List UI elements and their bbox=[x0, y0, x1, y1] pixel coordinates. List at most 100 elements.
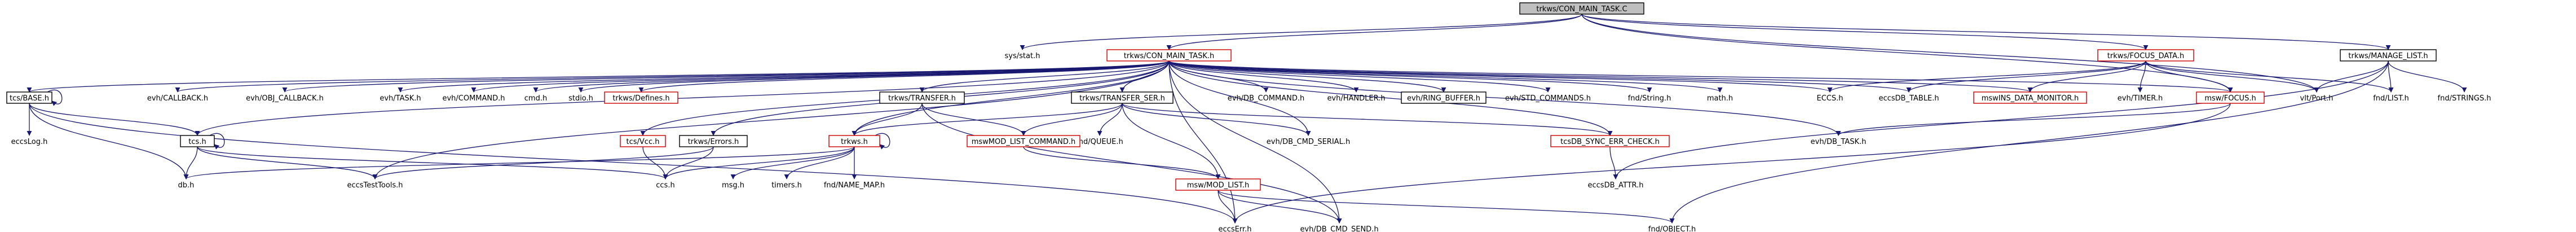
node-timers[interactable]: timers.h bbox=[764, 179, 809, 190]
node-box bbox=[879, 91, 965, 104]
node-box bbox=[967, 135, 1080, 147]
node-trkws-h[interactable]: trkws.h bbox=[828, 135, 880, 147]
node-label: trkws/Defines.h bbox=[612, 94, 669, 103]
node-eccs-db-table[interactable]: eccsDB_TABLE.h bbox=[1875, 92, 1943, 103]
node-label: ccs.h bbox=[656, 181, 674, 190]
node-evh-obj-callback[interactable]: evh/OBJ_CALLBACK.h bbox=[242, 92, 327, 103]
node-db[interactable]: db.h bbox=[169, 179, 203, 190]
node-fnd-list[interactable]: fnd/LIST.h bbox=[2368, 92, 2414, 103]
node-math[interactable]: math.h bbox=[1703, 92, 1737, 103]
node-trkws-defines[interactable]: trkws/Defines.h bbox=[604, 91, 678, 104]
node-label: vlt/Port.h bbox=[2300, 94, 2334, 103]
node-root[interactable]: trkws/CON_MAIN_TASK.C bbox=[1519, 2, 1644, 15]
edge-tcs_base-to-tcs_h bbox=[29, 103, 200, 136]
edge-con_main-to-tcs_h bbox=[195, 60, 1170, 136]
node-ccs[interactable]: ccs.h bbox=[649, 179, 682, 190]
node-label: msw/MOD_LIST.h bbox=[1187, 181, 1250, 190]
node-label: evh/DB_TASK.h bbox=[1811, 138, 1867, 146]
edge-con_main-to-cmd bbox=[533, 60, 1170, 93]
edge-con_main-to-eccs_err bbox=[1168, 60, 1238, 224]
node-label: evh/COMMAND.h bbox=[442, 94, 505, 103]
node-sysstat[interactable]: sys/stat.h bbox=[997, 50, 1048, 61]
node-label: evh/DB_CMD_SERIAL.h bbox=[1267, 138, 1350, 146]
node-fnd-string[interactable]: fnd/String.h bbox=[1621, 92, 1678, 103]
edge-manage_list-to-vlt_port bbox=[2314, 60, 2389, 93]
edge-focus_data-to-vlt_port bbox=[2145, 60, 2319, 93]
node-evh-std-commands[interactable]: evh/STD_COMMANDS.h bbox=[1500, 92, 1596, 103]
node-label: fnd/OBJECT.h bbox=[1648, 225, 1696, 232]
node-label: tcs/BASE.h bbox=[10, 94, 49, 103]
node-fnd-strings[interactable]: fnd/STRINGS.h bbox=[2433, 92, 2495, 103]
node-eccs-test-tools[interactable]: eccsTestTools.h bbox=[338, 179, 412, 190]
edge-mswmod_list_command-to-msw_mod_list bbox=[1023, 146, 1221, 180]
node-label: trkws/TRANSFER_SER.h bbox=[1079, 94, 1165, 103]
node-tcsdb-sync-err-check[interactable]: tcsDB_SYNC_ERR_CHECK.h bbox=[1550, 135, 1670, 147]
node-label: msg.h bbox=[722, 181, 744, 190]
node-evh-handler[interactable]: evh/HANDLER.h bbox=[1322, 92, 1390, 103]
node-evh-callback[interactable]: evh/CALLBACK.h bbox=[144, 92, 211, 103]
node-evh-command[interactable]: evh/COMMAND.h bbox=[440, 92, 508, 103]
node-tcs-base[interactable]: tcs/BASE.h bbox=[6, 91, 52, 104]
node-tcs-vcc[interactable]: tcs/Vcc.h bbox=[620, 135, 666, 147]
edge-tcs_vcc-to-ccs bbox=[642, 146, 668, 180]
node-box bbox=[679, 135, 748, 147]
node-eccs-err[interactable]: eccsErr.h bbox=[1210, 223, 1260, 232]
node-evh-db-task[interactable]: evh/DB_TASK.h bbox=[1805, 135, 1872, 147]
node-evh-db-cmd-send[interactable]: evh/DB_CMD_SEND.h bbox=[1294, 223, 1384, 232]
edge-con_main-to-tcs_base bbox=[27, 60, 1170, 93]
node-label: evh/DB_COMMAND.h bbox=[1228, 94, 1304, 103]
node-msw-mod-list[interactable]: msw/MOD_LIST.h bbox=[1175, 178, 1261, 191]
edge-tcs_h-to-eccs_test_tools bbox=[197, 146, 378, 180]
edge-focus_data-to-eccs_db_table bbox=[1906, 60, 2146, 93]
edge-con_main-to-evh_db_cmd_serial bbox=[1168, 60, 1311, 136]
node-eccsdb-attr[interactable]: eccsDB_ATTR.h bbox=[1582, 179, 1649, 190]
node-label: db.h bbox=[178, 181, 195, 190]
node-vlt-port[interactable]: vlt/Port.h bbox=[2294, 92, 2339, 103]
node-msg[interactable]: msg.h bbox=[716, 179, 750, 190]
edge-con_main-to-msw_focus bbox=[1168, 60, 2233, 93]
node-eccs[interactable]: ECCS.h bbox=[1813, 92, 1847, 103]
node-evh-db-command[interactable]: evh/DB_COMMAND.h bbox=[1227, 92, 1305, 103]
node-trkws-transfer[interactable]: trkws/TRANSFER.h bbox=[879, 91, 965, 104]
edge-trkws_h-to-timers bbox=[784, 146, 855, 180]
node-label: tcs.h bbox=[188, 138, 206, 146]
node-label: tcsDB_SYNC_ERR_CHECK.h bbox=[1560, 138, 1660, 146]
node-label: trkws/MANAGE_LIST.h bbox=[2348, 52, 2428, 60]
node-fnd-object[interactable]: fnd/OBJECT.h bbox=[1641, 223, 1703, 232]
node-trkws-errors[interactable]: trkws/Errors.h bbox=[679, 135, 748, 147]
node-box bbox=[180, 135, 215, 147]
edge-con_main-to-evh_obj_callback bbox=[282, 60, 1170, 93]
node-label: evh/TASK.h bbox=[380, 94, 421, 103]
node-stdio[interactable]: stdio.h bbox=[564, 92, 598, 103]
edge-msw_focus-to-evh_db_task bbox=[1836, 103, 2231, 136]
node-evh-task[interactable]: evh/TASK.h bbox=[375, 92, 426, 103]
edge-trkws_transfer_ser-to-fnd_queue bbox=[1097, 103, 1123, 136]
node-label: fnd/NAME_MAP.h bbox=[824, 181, 885, 190]
node-label: timers.h bbox=[771, 181, 802, 190]
edge-tcsdb_sync_err_check-to-eccsdb_attr bbox=[1609, 146, 1618, 180]
node-tcs-h[interactable]: tcs.h bbox=[180, 135, 215, 147]
node-evh-db-cmd-serial[interactable]: evh/DB_CMD_SERIAL.h bbox=[1260, 135, 1356, 147]
node-evh-timer[interactable]: evh/TIMER.h bbox=[2112, 92, 2168, 103]
node-label: stdio.h bbox=[568, 94, 593, 103]
node-con-main[interactable]: trkws/CON_MAIN_TASK.h bbox=[1106, 49, 1232, 62]
node-label: evh/OBJ_CALLBACK.h bbox=[246, 94, 324, 103]
edge-con_main-to-eccs bbox=[1168, 60, 1833, 93]
node-mswmod-list-command[interactable]: mswMOD_LIST_COMMAND.h bbox=[967, 135, 1080, 147]
node-cmd[interactable]: cmd.h bbox=[519, 92, 553, 103]
node-evh-ring-buffer[interactable]: evh/RING_BUFFER.h bbox=[1401, 91, 1487, 104]
node-fnd-queue[interactable]: fnd/QUEUE.h bbox=[1069, 135, 1131, 147]
node-trkws-transfer-ser[interactable]: trkws/TRANSFER_SER.h bbox=[1071, 91, 1174, 104]
node-label: evh/DB_CMD_SEND.h bbox=[1300, 225, 1378, 232]
node-focus-data[interactable]: trkws/FOCUS_DATA.h bbox=[2097, 49, 2194, 62]
node-msw-focus[interactable]: msw/FOCUS.h bbox=[2196, 91, 2265, 104]
edge-tcs_base-to-eccs_err bbox=[29, 103, 1238, 224]
edge-con_main-to-evh_task bbox=[398, 60, 1170, 93]
node-ecs-log[interactable]: eccsLog.h bbox=[7, 135, 52, 147]
edge-con_main-to-evh_callback bbox=[175, 60, 1170, 93]
node-fnd-name-map[interactable]: fnd/NAME_MAP.h bbox=[818, 179, 891, 190]
node-manage-list[interactable]: trkws/MANAGE_LIST.h bbox=[2340, 49, 2437, 62]
node-mswins-data-monitor[interactable]: mswINS_DATA_MONITOR.h bbox=[1973, 91, 2087, 104]
edge-con_main-to-trkws_defines bbox=[638, 60, 1170, 93]
